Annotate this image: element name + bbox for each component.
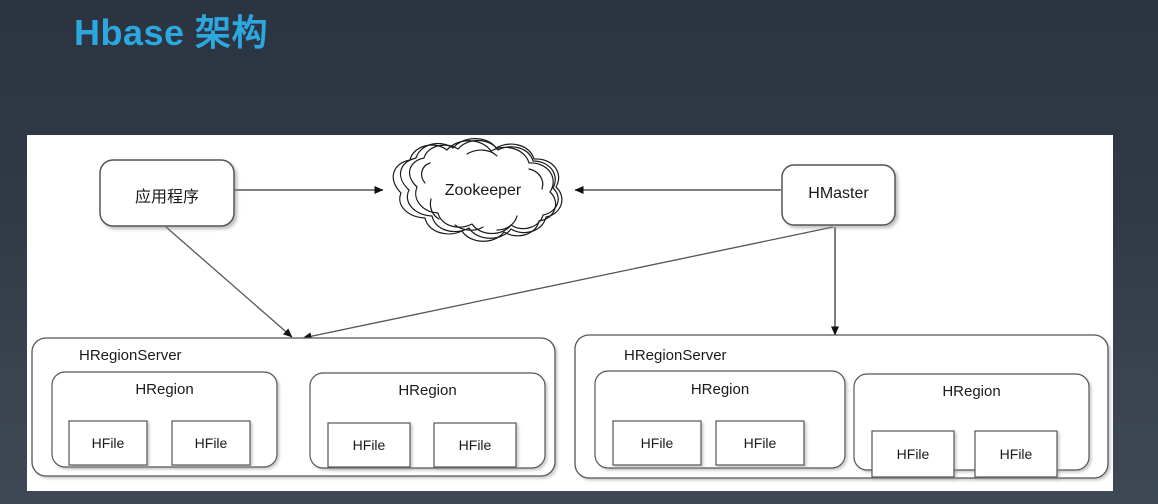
region-server-1[interactable] bbox=[31, 337, 556, 477]
region-server-2[interactable] bbox=[574, 334, 1109, 479]
region-2-hfile-2[interactable] bbox=[433, 422, 517, 468]
region-2-hfile-1[interactable] bbox=[327, 422, 411, 468]
region-1-hfile-1[interactable] bbox=[68, 420, 148, 466]
region-server-1-region-2[interactable] bbox=[309, 372, 546, 469]
node-application[interactable] bbox=[99, 159, 235, 227]
region-1-hfile-1[interactable] bbox=[612, 420, 702, 466]
diagram-svg bbox=[31, 138, 1109, 479]
region-2-hfile-1[interactable] bbox=[871, 430, 955, 478]
region-server-2-region-2[interactable] bbox=[853, 373, 1090, 478]
page-title: Hbase 架构 bbox=[74, 12, 269, 53]
region-1-hfile-2[interactable] bbox=[715, 420, 805, 466]
node-zookeeper[interactable] bbox=[392, 138, 563, 242]
region-server-2-region-1[interactable] bbox=[594, 370, 846, 469]
edge-application-to-region-server-1 bbox=[165, 226, 293, 338]
node-hmaster[interactable] bbox=[781, 164, 896, 226]
edge-hmaster-to-region-server-1 bbox=[302, 226, 834, 341]
region-server-1-region-1[interactable] bbox=[51, 371, 278, 468]
region-2-hfile-2[interactable] bbox=[974, 430, 1058, 478]
region-1-hfile-2[interactable] bbox=[171, 420, 251, 466]
connector-group bbox=[165, 186, 839, 341]
architecture-diagram: 应用程序 Zookeeper HMaster HRegionServer HRe… bbox=[27, 135, 1113, 491]
